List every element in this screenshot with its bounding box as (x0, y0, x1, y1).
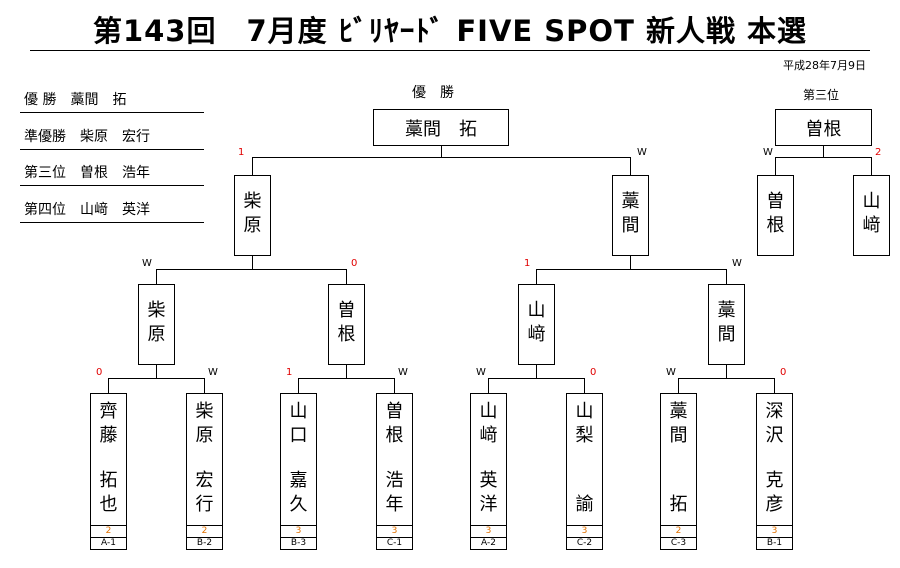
player-6-surname: 山 梨 (575, 401, 594, 446)
third-left-box: 曽 根 (757, 175, 794, 256)
player-1-surname: 齊 藤 (99, 401, 118, 446)
event-date: 平成28年7月9日 (783, 59, 866, 72)
third-place-name: 曽根 (805, 118, 842, 140)
player-5-score: 3 (471, 526, 506, 538)
player-8-surname: 深 沢 (765, 401, 784, 446)
player-6-score: 3 (567, 526, 602, 538)
player-5-box: 山 﨑 英 洋 (470, 393, 507, 526)
third-place-box: 曽根 (775, 109, 872, 146)
third-left-name: 曽 根 (766, 191, 785, 236)
semi-1-name: 柴 原 (147, 300, 166, 345)
player-2-score: 2 (187, 526, 222, 538)
player-7-info: 2 C-3 (660, 526, 697, 550)
player-7-box: 藁 間 拓 (660, 393, 697, 526)
player-4-box: 曽 根 浩 年 (376, 393, 413, 526)
player-3-box: 山 口 嘉 久 (280, 393, 317, 526)
final-left-mark: 1 (238, 147, 245, 158)
player-4-score: 3 (377, 526, 412, 538)
semi-3-name: 山 﨑 (527, 300, 546, 345)
final-left-name: 柴 原 (243, 191, 262, 236)
champion-box: 藁間 拓 (373, 109, 509, 146)
player-1-id: A-1 (101, 538, 116, 548)
semi-3-mark: 1 (524, 258, 531, 269)
semi-4-name: 藁 間 (717, 300, 736, 345)
final-left-box: 柴 原 (234, 175, 271, 256)
player-5-surname: 山 﨑 (479, 401, 498, 446)
player-8-mark: 0 (780, 367, 787, 378)
champion-name: 藁間 拓 (405, 118, 477, 140)
player-1-given-name: 拓 也 (99, 470, 118, 515)
player-8-info: 3 B-1 (756, 526, 793, 550)
semi-3-box: 山 﨑 (518, 284, 555, 365)
player-3-info: 3 B-3 (280, 526, 317, 550)
result-1st: 優 勝 藁間 拓 (20, 89, 204, 113)
third-place-label: 第三位 (803, 88, 840, 102)
third-right-box: 山 﨑 (853, 175, 890, 256)
final-right-box: 藁 間 (612, 175, 649, 256)
player-1-score: 2 (91, 526, 126, 538)
result-4th: 第四位 山﨑 英洋 (20, 199, 204, 223)
player-5-mark: W (476, 367, 486, 378)
player-2-box: 柴 原 宏 行 (186, 393, 223, 526)
player-7-mark: W (666, 367, 676, 378)
player-7-score: 2 (661, 526, 696, 538)
player-2-id: B-2 (196, 538, 213, 548)
player-2-info: 2 B-2 (186, 526, 223, 550)
player-5-id: A-2 (481, 538, 496, 548)
player-8-score: 3 (757, 526, 792, 538)
player-8-given-name: 克 彦 (765, 470, 784, 515)
player-3-mark: 1 (286, 367, 293, 378)
semi-2-box: 曽 根 (328, 284, 365, 365)
player-6-id: C-2 (576, 538, 593, 548)
player-1-mark: 0 (96, 367, 103, 378)
result-3rd: 第三位 曽根 浩年 (20, 162, 204, 186)
third-left-mark: W (763, 147, 773, 158)
player-8-box: 深 沢 克 彦 (756, 393, 793, 526)
player-2-given-name: 宏 行 (195, 470, 214, 515)
player-3-given-name: 嘉 久 (289, 470, 308, 515)
champion-label: 優 勝 (412, 85, 454, 101)
player-3-score: 3 (281, 526, 316, 538)
player-8-id: B-1 (766, 538, 783, 548)
player-6-info: 3 C-2 (566, 526, 603, 550)
player-7-surname: 藁 間 (669, 401, 688, 446)
player-4-surname: 曽 根 (385, 401, 404, 446)
player-7-given-name: 拓 (669, 494, 688, 515)
final-right-name: 藁 間 (621, 191, 640, 236)
semi-2-name: 曽 根 (337, 300, 356, 345)
player-5-given-name: 英 洋 (479, 470, 498, 515)
final-right-mark: W (637, 147, 647, 158)
player-2-mark: W (208, 367, 218, 378)
player-1-box: 齊 藤 拓 也 (90, 393, 127, 526)
player-3-surname: 山 口 (289, 401, 308, 446)
player-6-mark: 0 (590, 367, 597, 378)
player-3-id: B-3 (290, 538, 307, 548)
title-underline (30, 50, 870, 51)
player-7-id: C-3 (670, 538, 687, 548)
player-1-info: 2 A-1 (90, 526, 127, 550)
semi-4-box: 藁 間 (708, 284, 745, 365)
player-6-box: 山 梨 諭 (566, 393, 603, 526)
result-2nd: 準優勝 柴原 宏行 (20, 126, 204, 150)
third-right-name: 山 﨑 (862, 191, 881, 236)
player-4-id: C-1 (386, 538, 403, 548)
player-4-given-name: 浩 年 (385, 470, 404, 515)
semi-2-mark: 0 (351, 258, 358, 269)
third-right-mark: 2 (875, 147, 882, 158)
player-5-info: 3 A-2 (470, 526, 507, 550)
semi-4-mark: W (732, 258, 742, 269)
semi-1-box: 柴 原 (138, 284, 175, 365)
player-2-surname: 柴 原 (195, 401, 214, 446)
player-4-info: 3 C-1 (376, 526, 413, 550)
player-6-given-name: 諭 (575, 494, 594, 515)
player-4-mark: W (398, 367, 408, 378)
page-title: 第143回 7月度 ﾋﾞﾘﾔｰﾄﾞ FIVE SPOT 新人戦 本選 (92, 14, 808, 48)
semi-1-mark: W (142, 258, 152, 269)
